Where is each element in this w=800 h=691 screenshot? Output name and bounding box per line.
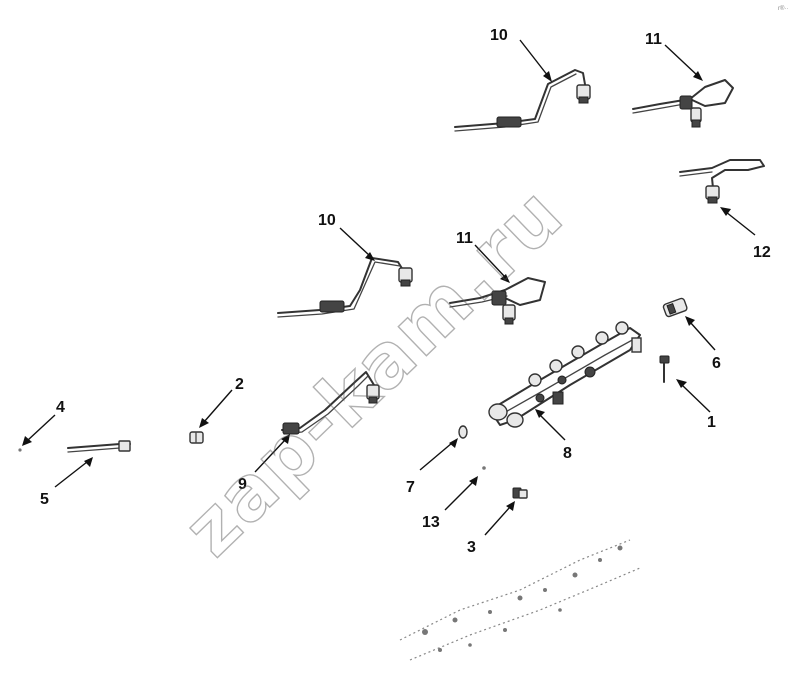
pin-5 — [67, 440, 131, 453]
fuel-pipe-12 — [679, 159, 765, 204]
corner-mark: r®·· — [778, 5, 788, 12]
callout-10-mid: 10 — [318, 212, 336, 229]
fuel-pipe-9 — [281, 371, 380, 435]
callout-7: 7 — [406, 479, 415, 496]
part-4-washer — [18, 448, 22, 452]
callout-2: 2 — [235, 376, 244, 393]
engine-block-outline — [399, 539, 641, 661]
callout-10-top: 10 — [490, 27, 508, 44]
callout-6: 6 — [712, 355, 721, 372]
callout-3: 3 — [467, 539, 476, 556]
fuel-pipe-10-top — [454, 69, 591, 132]
fitting-3 — [512, 487, 528, 499]
bolt-1 — [659, 355, 670, 383]
callout-5: 5 — [40, 491, 49, 508]
fuel-pipe-11-top — [632, 79, 734, 128]
part-13-seal — [482, 466, 486, 470]
fuel-pipe-11-mid — [449, 277, 546, 325]
callout-12: 12 — [753, 244, 771, 261]
fitting-6 — [662, 297, 688, 318]
nut-2 — [189, 431, 204, 444]
callout-11-top: 11 — [645, 31, 662, 48]
callout-4: 4 — [56, 399, 65, 416]
watermark-text: zap-kam.ru — [168, 171, 580, 573]
fuel-rail-8 — [488, 321, 642, 428]
callout-9: 9 — [238, 476, 247, 493]
callout-1: 1 — [707, 414, 716, 431]
callout-11-mid: 11 — [456, 230, 473, 247]
callout-13: 13 — [422, 514, 440, 531]
fuel-pipe-10-mid — [277, 257, 413, 318]
ring-7 — [458, 425, 468, 439]
callout-8: 8 — [563, 445, 572, 462]
leader-arrows — [22, 39, 756, 536]
